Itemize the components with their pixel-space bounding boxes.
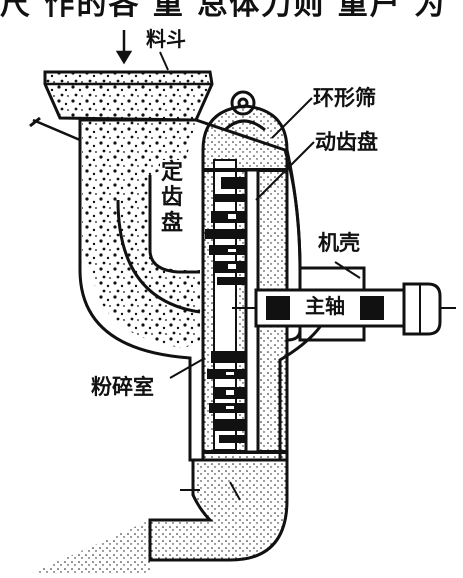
material-flow bbox=[82, 120, 200, 348]
main-shaft-label: 主轴 bbox=[305, 294, 345, 318]
casing-label: 机壳 bbox=[318, 231, 360, 255]
ring-sieve-label: 环形筛 bbox=[313, 86, 376, 110]
discharged-powder bbox=[30, 520, 150, 574]
lifting-ring bbox=[223, 90, 266, 132]
top-caption: 尺 作的各 重 总体刀则 重户 为 bbox=[0, 0, 447, 22]
feed-arrow bbox=[115, 30, 169, 71]
hopper-label: 料斗 bbox=[146, 27, 186, 51]
inner-duct bbox=[116, 175, 201, 314]
leader-lines bbox=[169, 97, 361, 379]
fixed-disc-label: 定齿盘 bbox=[160, 160, 184, 236]
moving-disc bbox=[244, 168, 260, 454]
teeth-gaps bbox=[226, 214, 236, 409]
crushing-chamber-label: 粉碎室 bbox=[91, 375, 154, 399]
moving-disc-label: 动齿盘 bbox=[315, 130, 378, 154]
outlet-chute bbox=[148, 458, 289, 562]
